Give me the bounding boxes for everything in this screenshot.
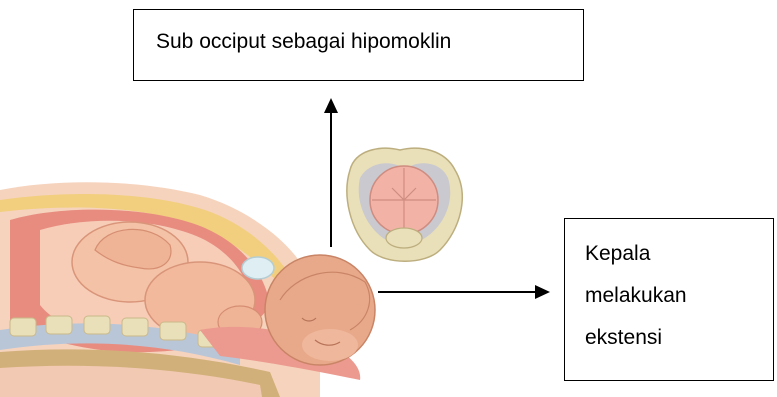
label-box-extension: Kepala melakukan ekstensi: [564, 218, 774, 381]
label-extension-line-2: melakukan: [585, 275, 773, 317]
arrow-right: [378, 285, 550, 299]
birth-illustration: [0, 182, 375, 397]
label-extension-line-1: Kepala: [585, 233, 773, 275]
label-extension-line-3: ekstensi: [585, 317, 773, 359]
label-subocciput-text: Sub occiput sebagai hipomoklin: [156, 30, 451, 53]
label-box-subocciput: Sub occiput sebagai hipomoklin: [133, 9, 584, 81]
arrow-up: [324, 98, 338, 247]
pelvis-inset: [347, 148, 462, 261]
